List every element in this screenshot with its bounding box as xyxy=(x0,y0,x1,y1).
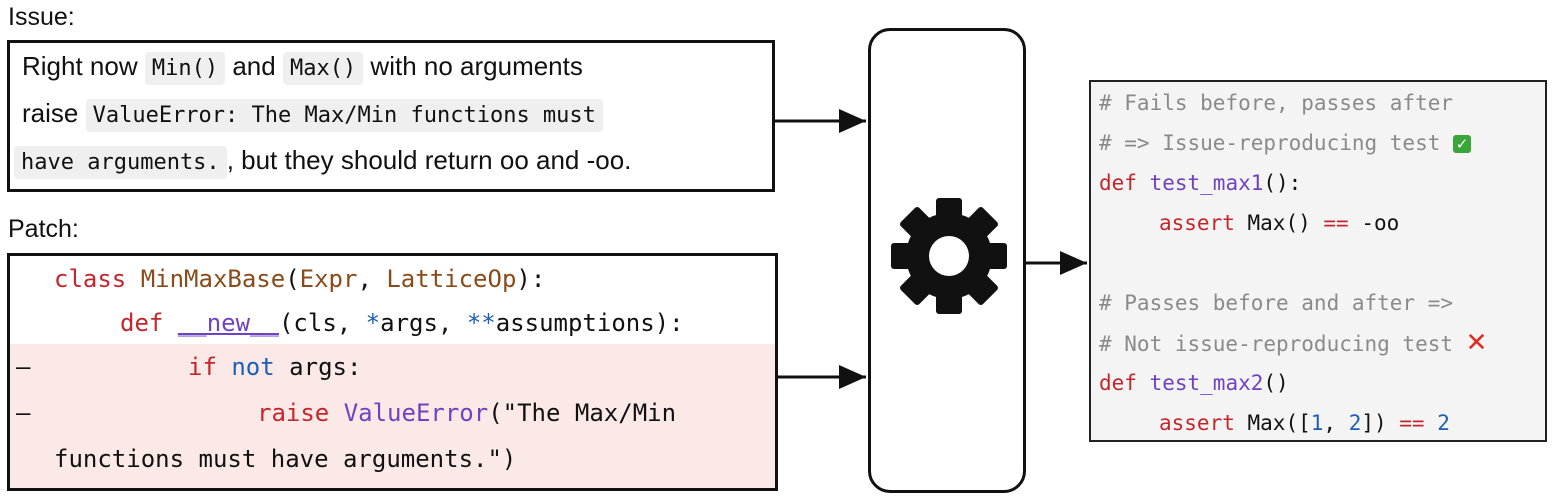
gear-icon xyxy=(891,198,1007,314)
patch-line-removed: –if not args: xyxy=(10,344,775,390)
code-line: assert Max() == -oo xyxy=(1159,211,1400,235)
issue-line-2: raise ValueError: The Max/Min functions … xyxy=(22,91,603,138)
check-mark-icon: ✓ xyxy=(1453,135,1472,153)
issue-line-1: Right now Min() and Max() with no argume… xyxy=(22,44,583,91)
issue-box: Right now Min() and Max() with no argume… xyxy=(7,40,775,192)
patch-line: class MinMaxBase(Expr, LatticeOp): xyxy=(10,256,775,302)
comment-line: # Passes before and after => xyxy=(1099,291,1454,315)
code-line: def test_max2() xyxy=(1099,371,1289,395)
test-output-box: # Fails before, passes after # => Issue-… xyxy=(1089,80,1547,442)
patch-line-removed: functions must have arguments.") xyxy=(10,436,775,488)
removed-marker: – xyxy=(16,353,31,381)
inline-code: have arguments. xyxy=(14,146,227,179)
inline-code: Max() xyxy=(282,52,364,85)
comment-line: # Not issue-reproducing test ✕ xyxy=(1099,328,1488,358)
removed-marker: – xyxy=(16,399,31,427)
cross-mark-icon: ✕ xyxy=(1465,328,1488,358)
inline-code: Min() xyxy=(144,52,226,85)
patch-label: Patch: xyxy=(8,215,79,243)
patch-line-removed: –raise ValueError("The Max/Min xyxy=(10,390,775,436)
code-line: assert Max([1, 2]) == 2 xyxy=(1159,411,1450,435)
patch-line: def __new__(cls, *args, **assumptions): xyxy=(10,300,775,346)
comment-line: # => Issue-reproducing test ✓ xyxy=(1099,123,1472,163)
inline-code: ValueError: The Max/Min functions must xyxy=(85,99,603,132)
processing-box xyxy=(868,28,1026,493)
comment-line: # Fails before, passes after xyxy=(1099,91,1454,115)
code-line: def test_max1(): xyxy=(1099,171,1302,195)
issue-line-3: have arguments., but they should return … xyxy=(14,138,631,185)
patch-box: class MinMaxBase(Expr, LatticeOp): def _… xyxy=(7,253,778,491)
issue-label: Issue: xyxy=(8,3,75,31)
